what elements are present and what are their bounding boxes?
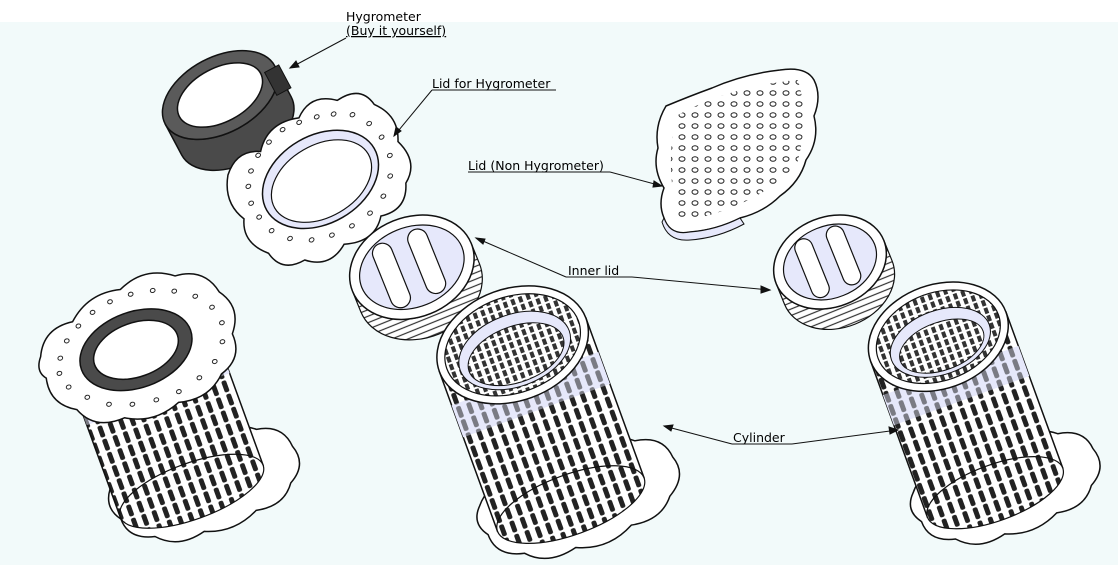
leader-inner-lid-right-arrow (760, 285, 772, 294)
leader-lid-non-hygrometer-arrow (652, 180, 664, 188)
inner-lid-right-part (772, 214, 896, 331)
label-lid-for-hygrometer: Lid for Hygrometer (432, 76, 551, 91)
hygrometer-part (161, 49, 295, 172)
cylinder-center-part (436, 285, 681, 560)
lid-for-hygrometer-part (226, 92, 412, 266)
background-white-band (0, 0, 1118, 22)
leader-hygrometer-arrow (288, 60, 300, 69)
cylinder-right-part (867, 281, 1101, 545)
leader-inner-lid-left-arrow (474, 237, 486, 245)
lid-non-hygrometer-part (655, 68, 819, 241)
label-lid-non-hygrometer: Lid (Non Hygrometer) (468, 158, 604, 173)
label-hygrometer: Hygrometer (346, 9, 422, 24)
leader-lid-hygrometer (393, 89, 433, 137)
labels: Hygrometer (Buy it yourself) Lid for Hyg… (346, 9, 786, 445)
leader-inner-lid-left (475, 237, 567, 278)
label-inner-lid: Inner lid (568, 263, 619, 278)
inner-lid-center-part (348, 214, 483, 341)
leader-hygrometer (289, 37, 347, 69)
leader-inner-lid-right (631, 276, 771, 291)
leader-lines (288, 37, 900, 445)
label-cylinder: Cylinder (733, 430, 786, 445)
leader-lid-hygrometer-arrow (393, 126, 402, 138)
label-hygrometer-note: (Buy it yourself) (346, 23, 446, 38)
leader-cylinder-left-arrow (662, 424, 674, 432)
leader-cylinder-right-arrow (888, 426, 900, 435)
assembled-unit-part (38, 272, 301, 543)
leader-cylinder-right (791, 429, 899, 445)
leader-cylinder-left (663, 425, 733, 445)
